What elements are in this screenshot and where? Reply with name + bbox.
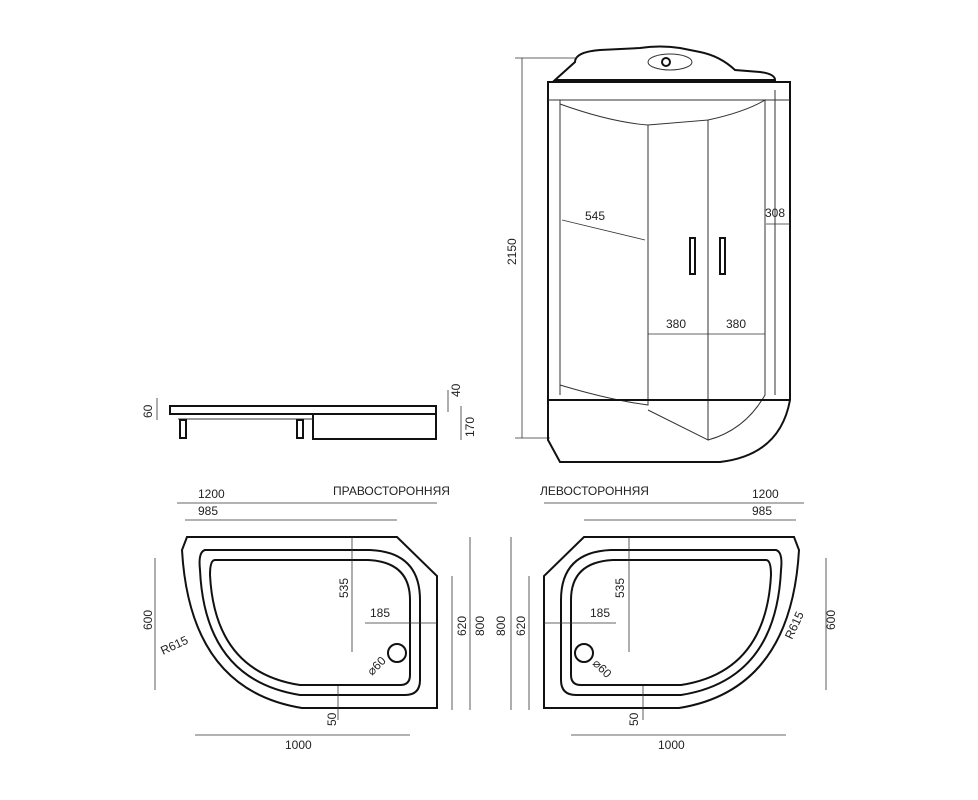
side-depth-label: 620 xyxy=(514,616,528,636)
total-height-label: 170 xyxy=(463,417,477,437)
drain-diameter-label: ⌀60 xyxy=(590,656,615,681)
rim-label: 40 xyxy=(449,383,463,397)
left-tray-plan: ЛЕВОСТОРОННЯЯ 1200 985 800 620 600 R615 … xyxy=(494,484,838,752)
drain-circle xyxy=(387,643,407,663)
flat-width-label: 985 xyxy=(198,504,218,518)
cabin-front-view: 2150 545 308 380 380 xyxy=(505,45,791,463)
door-right-label: 380 xyxy=(726,317,746,331)
width-label: 1200 xyxy=(198,487,225,501)
flat-width-label: 985 xyxy=(752,504,772,518)
door-left-label: 380 xyxy=(666,317,686,331)
door-handle-left xyxy=(689,237,696,275)
drain-y-label: 535 xyxy=(613,578,627,598)
edge-label: 50 xyxy=(325,712,339,726)
side-depth-label: 308 xyxy=(765,206,785,220)
right-tray-title: ПРАВОСТОРОННЯЯ xyxy=(333,484,450,498)
door-handle-right xyxy=(719,237,726,275)
right-tray-plan: ПРАВОСТОРОННЯЯ 1200 985 800 620 600 R615… xyxy=(141,484,487,752)
tray-side-view: 60 40 170 xyxy=(141,383,477,440)
drain-x-label: 185 xyxy=(590,606,610,620)
width-label: 1200 xyxy=(752,487,779,501)
drain-x-label: 185 xyxy=(370,606,390,620)
inner-depth-label: 600 xyxy=(824,610,838,630)
left-tray-title: ЛЕВОСТОРОННЯЯ xyxy=(540,484,649,498)
drain-y-label: 535 xyxy=(337,578,351,598)
cabin-height-label: 2150 xyxy=(505,238,519,265)
tray-height-label: 60 xyxy=(141,404,155,418)
drain-diameter-label: ⌀60 xyxy=(364,653,389,678)
inner-depth-label: 600 xyxy=(141,610,155,630)
inner-width-label: 1000 xyxy=(658,738,685,752)
edge-label: 50 xyxy=(627,712,641,726)
radius-label: R615 xyxy=(782,609,807,641)
depth-label: 800 xyxy=(473,616,487,636)
side-depth-label: 620 xyxy=(455,616,469,636)
panel-width-label: 545 xyxy=(585,209,605,223)
depth-label: 800 xyxy=(494,616,508,636)
inner-width-label: 1000 xyxy=(285,738,312,752)
radius-label: R615 xyxy=(158,633,190,658)
